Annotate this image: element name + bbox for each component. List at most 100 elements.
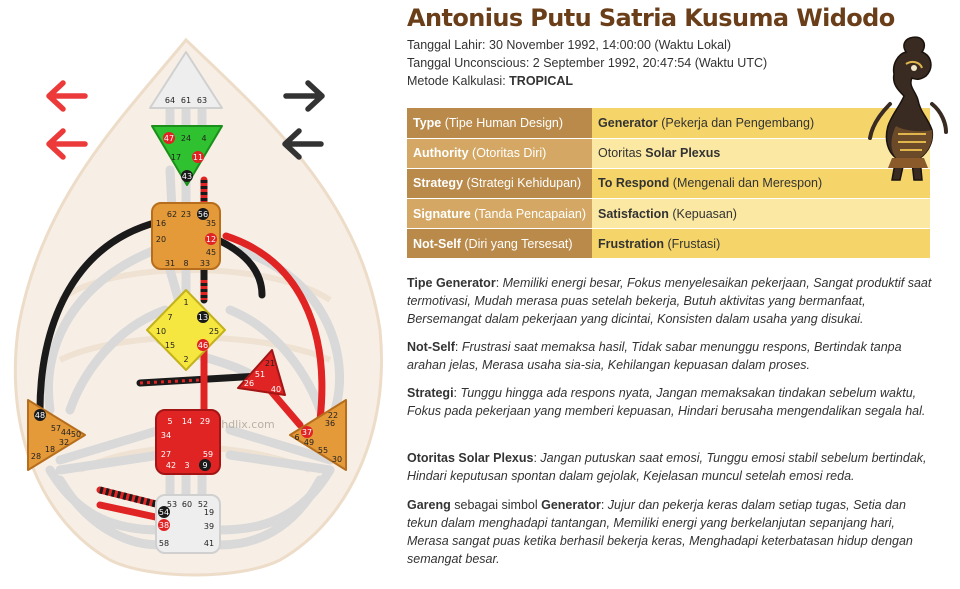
unconscious-date: Tanggal Unconscious: 2 September 1992, 2… — [407, 56, 768, 70]
arrow-left-icon — [46, 128, 88, 160]
g-gate: 15 — [165, 341, 175, 350]
attribute-key: Authority (Otoritas Diri) — [407, 138, 593, 169]
attribute-key: Not-Self (Diri yang Tersesat) — [407, 228, 593, 260]
throat-gate: 16 — [156, 219, 166, 228]
profile-panel: Antonius Putu Satria Kusuma Widodo Tangg… — [407, 0, 955, 589]
g-gate: 46 — [198, 341, 208, 350]
sacral-gate: 5 — [167, 417, 172, 426]
watermark: hdlix.com — [221, 418, 275, 431]
bodygraph-chart: 64 61 63 47 24 4 17 11 43 62 23 56 16 35… — [0, 0, 400, 589]
root-gate: 38 — [159, 521, 169, 530]
throat-gate: 12 — [206, 235, 216, 244]
root-center — [155, 494, 221, 554]
calculation-method: Metode Kalkulasi: TROPICAL — [407, 74, 574, 88]
root-gate: 54 — [159, 508, 169, 517]
description-authority: Otoritas Solar Plexus: Jangan putuskan s… — [407, 451, 927, 483]
solar-plexus-gate: 37 — [302, 428, 312, 437]
table-row: Not-Self (Diri yang Tersesat) Frustratio… — [407, 228, 930, 260]
attribute-value: Satisfaction (Kepuasan) — [592, 198, 930, 230]
attributes-table: Type (Tipe Human Design) Generator (Peke… — [407, 108, 930, 260]
throat-gate: 62 — [167, 210, 177, 219]
heart-gate: 21 — [265, 359, 275, 368]
g-gate: 10 — [156, 327, 166, 336]
solar-plexus-center — [289, 399, 347, 471]
attribute-key: Strategy (Strategi Kehidupan) — [407, 168, 593, 200]
ajna-gate: 24 — [181, 134, 191, 143]
arrow-right-icon — [283, 80, 325, 112]
wayang-gareng-icon — [868, 36, 948, 181]
spleen-gate: 18 — [45, 445, 55, 454]
root-gate: 53 — [167, 500, 177, 509]
root-gate: 52 — [198, 500, 208, 509]
sacral-gate: 42 — [166, 461, 176, 470]
solar-plexus-gate: 55 — [318, 446, 328, 455]
root-gate: 60 — [182, 500, 192, 509]
spleen-gate: 48 — [35, 411, 45, 420]
head-gate: 64 — [165, 96, 175, 105]
sacral-gate: 9 — [202, 461, 207, 470]
attribute-value: Otoritas Solar Plexus — [592, 138, 930, 169]
table-row: Authority (Otoritas Diri) Otoritas Solar… — [407, 138, 930, 169]
root-gate: 41 — [204, 539, 214, 548]
table-row: Type (Tipe Human Design) Generator (Peke… — [407, 108, 930, 139]
spleen-gate: 32 — [59, 438, 69, 447]
solar-plexus-gate: 36 — [325, 419, 335, 428]
heart-gate: 26 — [244, 379, 254, 388]
ajna-gate: 11 — [193, 153, 203, 162]
sacral-gate: 29 — [200, 417, 210, 426]
solar-plexus-gate: 6 — [294, 433, 299, 442]
ajna-gate: 43 — [182, 172, 192, 181]
sacral-gate: 3 — [184, 461, 189, 470]
ajna-gate: 47 — [164, 134, 174, 143]
person-name: Antonius Putu Satria Kusuma Widodo — [407, 4, 895, 32]
birth-date: Tanggal Lahir: 30 November 1992, 14:00:0… — [407, 38, 732, 52]
arrow-left-icon — [282, 128, 324, 160]
attribute-value: To Respond (Mengenali dan Merespon) — [592, 168, 930, 200]
solar-plexus-gate: 22 — [328, 411, 338, 420]
throat-gate: 35 — [206, 219, 216, 228]
g-gate: 1 — [183, 298, 188, 307]
head-gate: 61 — [181, 96, 191, 105]
g-gate: 2 — [183, 355, 188, 364]
attribute-value: Frustration (Frustasi) — [592, 228, 930, 260]
description-generator: Tipe Generator: Memiliki energi besar, F… — [407, 276, 932, 326]
head-gate: 63 — [197, 96, 207, 105]
description-not-self: Not-Self: Frustrasi saat memaksa hasil, … — [407, 340, 902, 372]
root-gate: 39 — [204, 522, 214, 531]
spleen-gate: 28 — [31, 452, 41, 461]
ajna-gate: 17 — [171, 153, 181, 162]
attribute-key: Signature (Tanda Pencapaian) — [407, 198, 593, 230]
table-row: Signature (Tanda Pencapaian) Satisfactio… — [407, 198, 930, 230]
throat-gate: 33 — [200, 259, 210, 268]
g-gate: 13 — [198, 313, 208, 322]
attribute-key: Type (Tipe Human Design) — [407, 108, 593, 139]
table-row: Strategy (Strategi Kehidupan) To Respond… — [407, 168, 930, 200]
spleen-gate: 44 — [61, 428, 71, 437]
g-gate: 25 — [209, 327, 219, 336]
throat-gate: 23 — [181, 210, 191, 219]
ajna-gate: 4 — [201, 134, 206, 143]
heart-center — [237, 349, 286, 396]
g-gate: 7 — [167, 313, 172, 322]
sacral-gate: 59 — [203, 450, 213, 459]
description-strategy: Strategi: Tunggu hingga ada respons nyat… — [407, 386, 926, 418]
arrow-left-icon — [46, 80, 88, 112]
heart-gate: 40 — [271, 385, 281, 394]
head-center — [149, 51, 223, 109]
root-gate: 58 — [159, 539, 169, 548]
throat-gate: 45 — [206, 248, 216, 257]
solar-plexus-gate: 49 — [304, 438, 314, 447]
solar-plexus-gate: 30 — [332, 455, 342, 464]
throat-gate: 8 — [183, 259, 188, 268]
sacral-gate: 27 — [161, 450, 171, 459]
sacral-gate: 14 — [182, 417, 192, 426]
sacral-center — [155, 409, 221, 475]
throat-gate: 20 — [156, 235, 166, 244]
sacral-gate: 34 — [161, 431, 171, 440]
heart-gate: 51 — [255, 370, 265, 379]
throat-gate: 31 — [165, 259, 175, 268]
root-gate: 19 — [204, 508, 214, 517]
spleen-gate: 50 — [71, 430, 81, 439]
description-gareng: Gareng sebagai simbol Generator: Jujur d… — [407, 498, 913, 566]
throat-gate: 56 — [198, 210, 208, 219]
